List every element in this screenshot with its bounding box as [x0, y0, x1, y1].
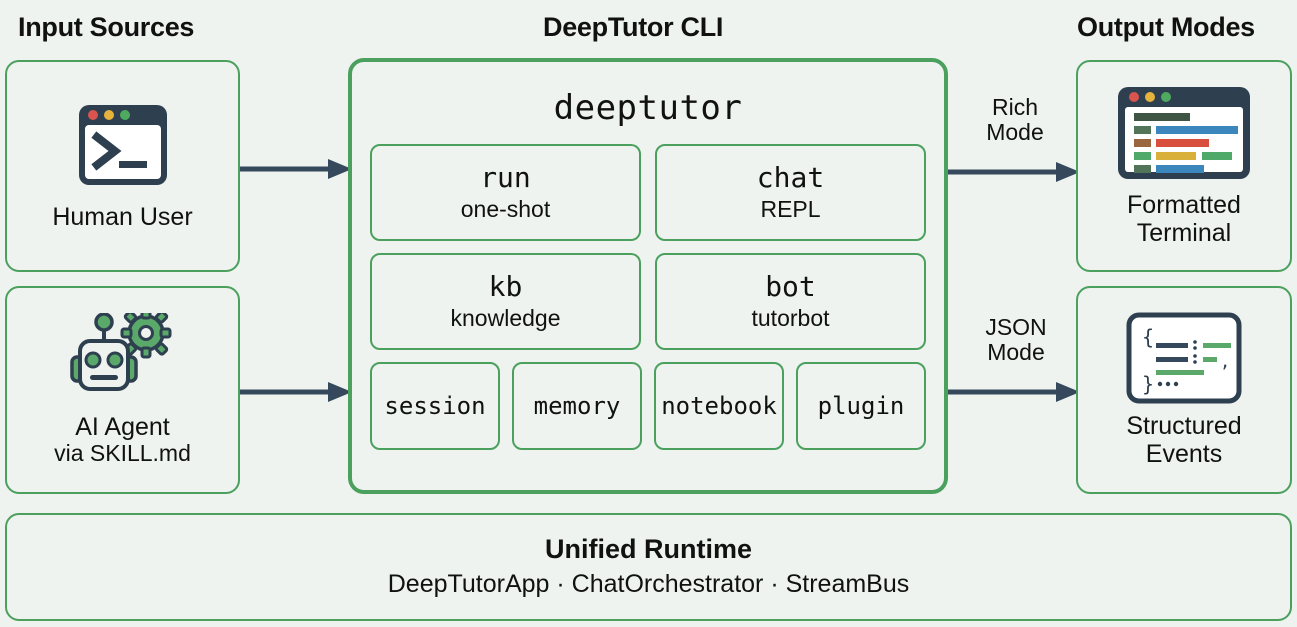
output-card-label-line1: Formatted [1127, 191, 1241, 219]
heading-deeptutor-cli: DeepTutor CLI [543, 12, 724, 42]
cli-subcommand-session[interactable]: session [370, 362, 500, 450]
output-card-structured-events[interactable]: { , } Structured Events [1076, 286, 1292, 494]
svg-text:}: } [1142, 372, 1154, 396]
cli-command-row: kb knowledge bot tutorbot [370, 253, 926, 350]
cli-container[interactable]: deeptutor run one-shot chat REPL kb know… [348, 58, 948, 494]
subcommand-label: notebook [661, 392, 777, 420]
svg-text:,: , [1220, 352, 1230, 372]
terminal-window-icon [71, 101, 175, 193]
command-name: kb [488, 269, 523, 303]
rich-terminal-icon [1114, 85, 1254, 183]
output-card-formatted-terminal[interactable]: Formatted Terminal [1076, 60, 1292, 272]
input-card-label: AI Agent [75, 413, 170, 442]
input-card-ai-agent[interactable]: AI Agent via SKILL.md [5, 286, 240, 494]
cli-subcommand-row: session memory notebook plugin [370, 362, 926, 450]
runtime-title: Unified Runtime [545, 534, 752, 565]
cli-command-bot[interactable]: bot tutorbot [655, 253, 926, 350]
command-name: chat [756, 160, 825, 194]
heading-output-modes: Output Modes [1077, 12, 1255, 42]
cli-command-grid: run one-shot chat REPL kb knowledge bot … [352, 144, 944, 450]
input-card-sublabel: via SKILL.md [54, 440, 191, 467]
cli-subcommand-plugin[interactable]: plugin [796, 362, 926, 450]
cli-command-row: run one-shot chat REPL [370, 144, 926, 241]
subcommand-label: plugin [817, 392, 905, 420]
edge-label-line1: JSON [985, 314, 1047, 340]
command-name: run [480, 160, 531, 194]
input-card-label: Human User [52, 203, 193, 231]
command-description: tutorbot [751, 304, 830, 331]
json-braces-icon: { , } [1125, 312, 1243, 404]
subcommand-label: memory [533, 392, 621, 420]
cli-command-chat[interactable]: chat REPL [655, 144, 926, 241]
command-description: knowledge [450, 304, 561, 331]
command-name: bot [765, 269, 816, 303]
cli-title: deeptutor [553, 88, 743, 128]
unified-runtime-bar[interactable]: Unified Runtime DeepTutorApp · ChatOrche… [5, 513, 1292, 621]
cli-command-kb[interactable]: kb knowledge [370, 253, 641, 350]
edge-label-line1: Rich [991, 94, 1038, 120]
robot-gear-icon [66, 307, 180, 405]
subcommand-label: session [384, 392, 486, 420]
output-card-label-line1: Structured [1126, 412, 1242, 440]
svg-text:{: { [1142, 325, 1154, 349]
command-description: one-shot [460, 195, 551, 222]
cli-subcommand-memory[interactable]: memory [512, 362, 642, 450]
edge-label-rich-mode: Rich Mode [975, 94, 1055, 146]
edge-label-line2: Mode [987, 339, 1045, 366]
edge-label-line2: Mode [986, 119, 1044, 146]
command-description: REPL [760, 195, 821, 222]
cli-command-run[interactable]: run one-shot [370, 144, 641, 241]
arrow-cli-to-formatted-terminal [948, 161, 1080, 183]
output-card-label-line2: Events [1145, 440, 1223, 468]
arrow-human-to-cli [240, 158, 352, 180]
input-card-human-user[interactable]: Human User [5, 60, 240, 272]
arrow-cli-to-structured-events [948, 381, 1080, 403]
runtime-subtitle: DeepTutorApp · ChatOrchestrator · Stream… [387, 570, 910, 599]
output-card-label-line2: Terminal [1136, 219, 1232, 247]
heading-input-sources: Input Sources [18, 12, 195, 42]
edge-label-json-mode: JSON Mode [970, 314, 1062, 366]
arrow-agent-to-cli [240, 381, 352, 403]
cli-subcommand-notebook[interactable]: notebook [654, 362, 784, 450]
